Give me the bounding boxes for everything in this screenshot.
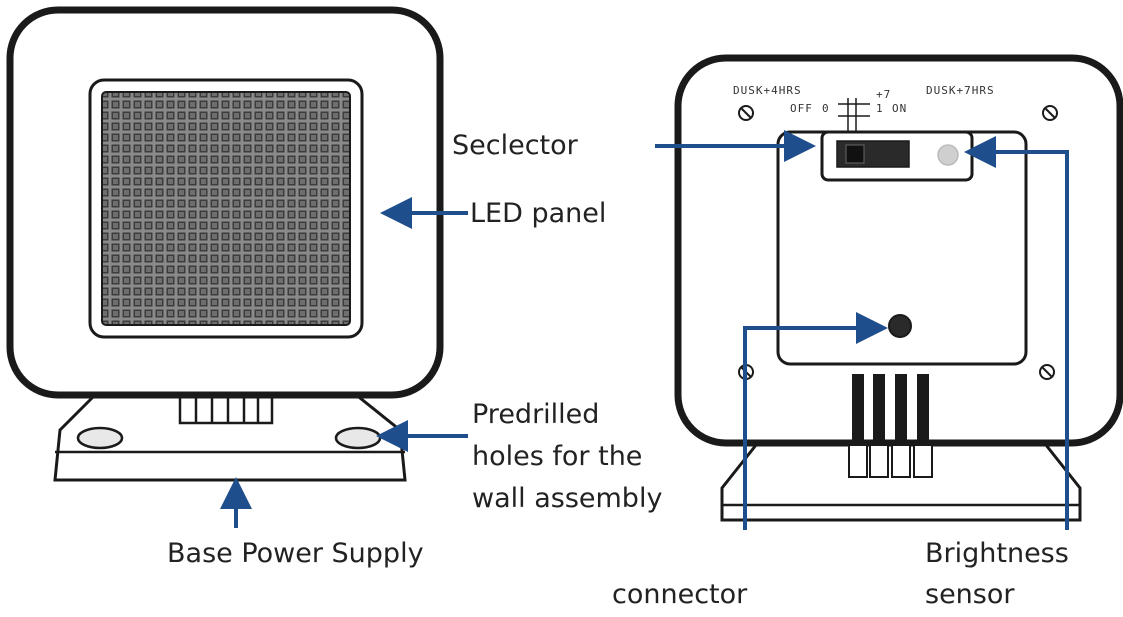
- label-led-panel: LED panel: [470, 198, 607, 229]
- marking-plus7: +7: [876, 88, 891, 101]
- front-device: [6, 6, 444, 482]
- arrow-icon: [964, 136, 1069, 530]
- marking-zero: 0: [822, 102, 830, 115]
- marking-dusk4: DUSK+4HRS: [733, 84, 802, 97]
- label-brightness-1: Brightness: [925, 538, 1069, 569]
- cable-strips: [848, 374, 933, 478]
- label-base-power: Base Power Supply: [167, 538, 424, 569]
- predrilled-hole-right: [334, 426, 382, 450]
- predrilled-hole-left: [76, 426, 124, 450]
- label-connector: connector: [612, 579, 748, 610]
- marking-dusk7: DUSK+7HRS: [926, 84, 995, 97]
- label-predrilled-2: holes for the: [472, 441, 643, 472]
- label-predrilled-3: wall assembly: [472, 483, 663, 514]
- label-predrilled-1: Predrilled: [472, 399, 600, 430]
- led-grid-icon: [101, 91, 351, 326]
- arrow-icon: [743, 312, 888, 530]
- screw-icon: [738, 105, 1058, 380]
- marking-one: 1: [876, 102, 884, 115]
- label-brightness-2: sensor: [925, 579, 1015, 610]
- marking-on: ON: [892, 102, 907, 115]
- brightness-sensor-lens: [937, 144, 959, 166]
- label-selector: Seclector: [452, 130, 578, 161]
- marking-off: OFF: [790, 102, 813, 115]
- connector-port: [888, 314, 912, 338]
- switch-legend: [838, 98, 870, 132]
- arrows: [220, 130, 1069, 530]
